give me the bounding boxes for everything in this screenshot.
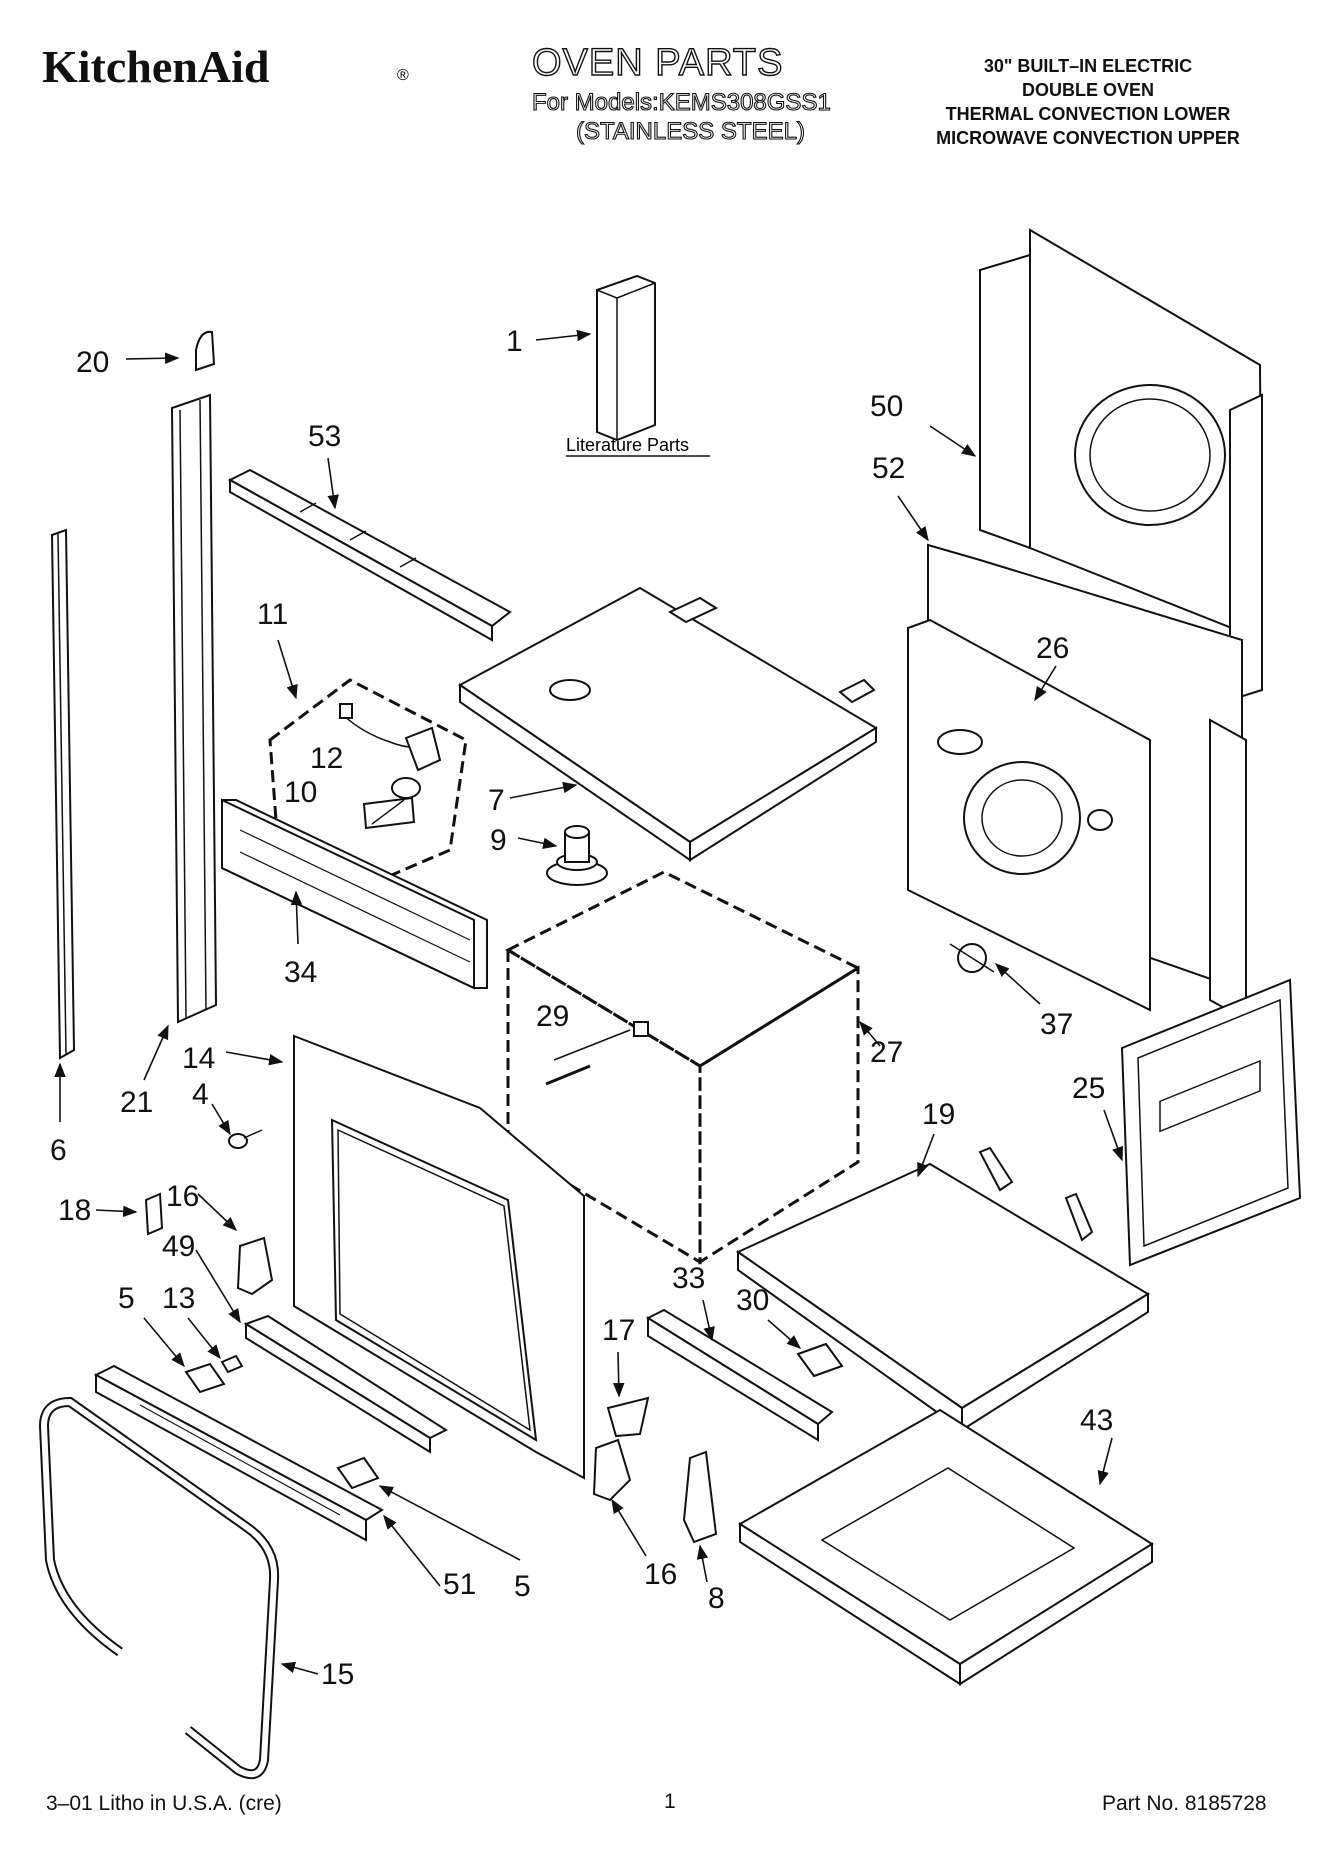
footer-page-number: 1 bbox=[664, 1790, 676, 1813]
part-spacer-block bbox=[184, 1362, 226, 1394]
part-hinge-plate bbox=[682, 1450, 718, 1544]
part-top-vent bbox=[227, 468, 512, 642]
callout-label: 4 bbox=[192, 1078, 209, 1111]
part-hinge-receiver bbox=[236, 1236, 632, 1502]
part-end-cap bbox=[195, 330, 216, 372]
model-line: For Models:KEMS308GSS1 bbox=[532, 89, 831, 116]
part-right-side-panel bbox=[1120, 978, 1302, 1267]
callout-label: 7 bbox=[488, 784, 505, 817]
brand-registered-mark: ® bbox=[397, 67, 409, 84]
part-bottom-tray bbox=[735, 1146, 1150, 1432]
callout-label: 43 bbox=[1080, 1404, 1113, 1437]
part-bracket bbox=[796, 1342, 844, 1378]
callout-label: 49 bbox=[162, 1230, 195, 1263]
part-vent-stack bbox=[546, 825, 608, 886]
callout-label: 37 bbox=[1040, 1008, 1073, 1041]
callout-numbers: 1 20 53 50 52 11 12 10 7 26 9 34 29 27 3… bbox=[50, 325, 1113, 1691]
part-spacer-block bbox=[336, 1456, 380, 1490]
part-mounting-bracket bbox=[606, 1396, 650, 1438]
part-convection-fan-assembly bbox=[907, 618, 1151, 1012]
callout-label: 8 bbox=[708, 1582, 725, 1615]
callout-label: 27 bbox=[870, 1036, 903, 1069]
callout-label: 13 bbox=[162, 1282, 195, 1315]
part-top-panel bbox=[458, 586, 878, 862]
part-side-bracket bbox=[144, 1192, 164, 1236]
part-temperature-sensor bbox=[545, 1064, 591, 1086]
footer-part-number: Part No. 8185728 bbox=[1102, 1792, 1267, 1815]
finish-line: (STAINLESS STEEL) bbox=[576, 118, 805, 145]
part-side-trim bbox=[170, 393, 218, 1024]
callout-label: 16 bbox=[644, 1558, 677, 1591]
callout-label: 52 bbox=[872, 452, 905, 485]
page-title: OVEN PARTS bbox=[532, 42, 783, 84]
callout-label: 18 bbox=[58, 1194, 91, 1227]
brand-name: KitchenAid bbox=[42, 41, 270, 92]
callout-label: 14 bbox=[182, 1042, 215, 1075]
part-light-assembly bbox=[268, 678, 468, 882]
callout-label: 34 bbox=[284, 956, 317, 989]
part-small-clip bbox=[220, 1354, 244, 1374]
part-door-seal-strip bbox=[243, 1314, 449, 1454]
description-line: MICROWAVE CONVECTION UPPER bbox=[936, 128, 1240, 148]
callout-label: 1 bbox=[506, 325, 523, 358]
product-description: 30" BUILT–IN ELECTRIC DOUBLE OVEN THERMA… bbox=[936, 56, 1240, 148]
callout-label: 12 bbox=[310, 742, 343, 775]
part-back-panel bbox=[979, 228, 1264, 702]
callout-label: 33 bbox=[672, 1262, 705, 1295]
callout-label: 51 bbox=[443, 1568, 476, 1601]
callout-label: 26 bbox=[1036, 632, 1069, 665]
part-literature bbox=[596, 274, 656, 442]
description-line: 30" BUILT–IN ELECTRIC bbox=[984, 56, 1192, 76]
description-line: THERMAL CONVECTION LOWER bbox=[946, 104, 1231, 124]
callout-label: 15 bbox=[321, 1658, 354, 1691]
callout-label: 17 bbox=[602, 1314, 635, 1347]
part-trim-strip bbox=[645, 1308, 834, 1442]
leader-lines bbox=[54, 329, 1124, 1675]
part-screw bbox=[228, 1129, 263, 1149]
part-side-trim-left bbox=[50, 528, 76, 1060]
callout-label: 5 bbox=[118, 1282, 135, 1315]
part-front-frame bbox=[293, 1034, 585, 1480]
callout-label: 29 bbox=[536, 1000, 569, 1033]
footer-print-info: 3–01 Litho in U.S.A. (cre) bbox=[46, 1792, 282, 1815]
part-front-vent-grille bbox=[221, 798, 488, 990]
brand-logo: KitchenAid ® bbox=[42, 41, 409, 92]
part-thermostat bbox=[949, 943, 995, 973]
literature-parts-label: Literature Parts bbox=[566, 435, 689, 455]
callout-label: 20 bbox=[76, 346, 109, 379]
callout-label: 25 bbox=[1072, 1072, 1105, 1105]
callout-label: 6 bbox=[50, 1134, 67, 1167]
callout-label: 30 bbox=[736, 1284, 769, 1317]
callout-label: 19 bbox=[922, 1098, 955, 1131]
callout-label: 5 bbox=[514, 1570, 531, 1603]
part-lower-vent bbox=[93, 1364, 384, 1542]
callout-label: 50 bbox=[870, 390, 903, 423]
callout-label: 11 bbox=[257, 598, 288, 631]
callout-label: 9 bbox=[490, 824, 507, 857]
part-lower-tray bbox=[738, 1408, 1154, 1686]
description-line: DOUBLE OVEN bbox=[1022, 80, 1154, 100]
part-oven-cavity bbox=[504, 870, 862, 1265]
callout-label: 16 bbox=[166, 1180, 199, 1213]
callout-label: 53 bbox=[308, 420, 341, 453]
callout-label: 21 bbox=[120, 1086, 153, 1119]
callout-label: 10 bbox=[284, 776, 317, 809]
